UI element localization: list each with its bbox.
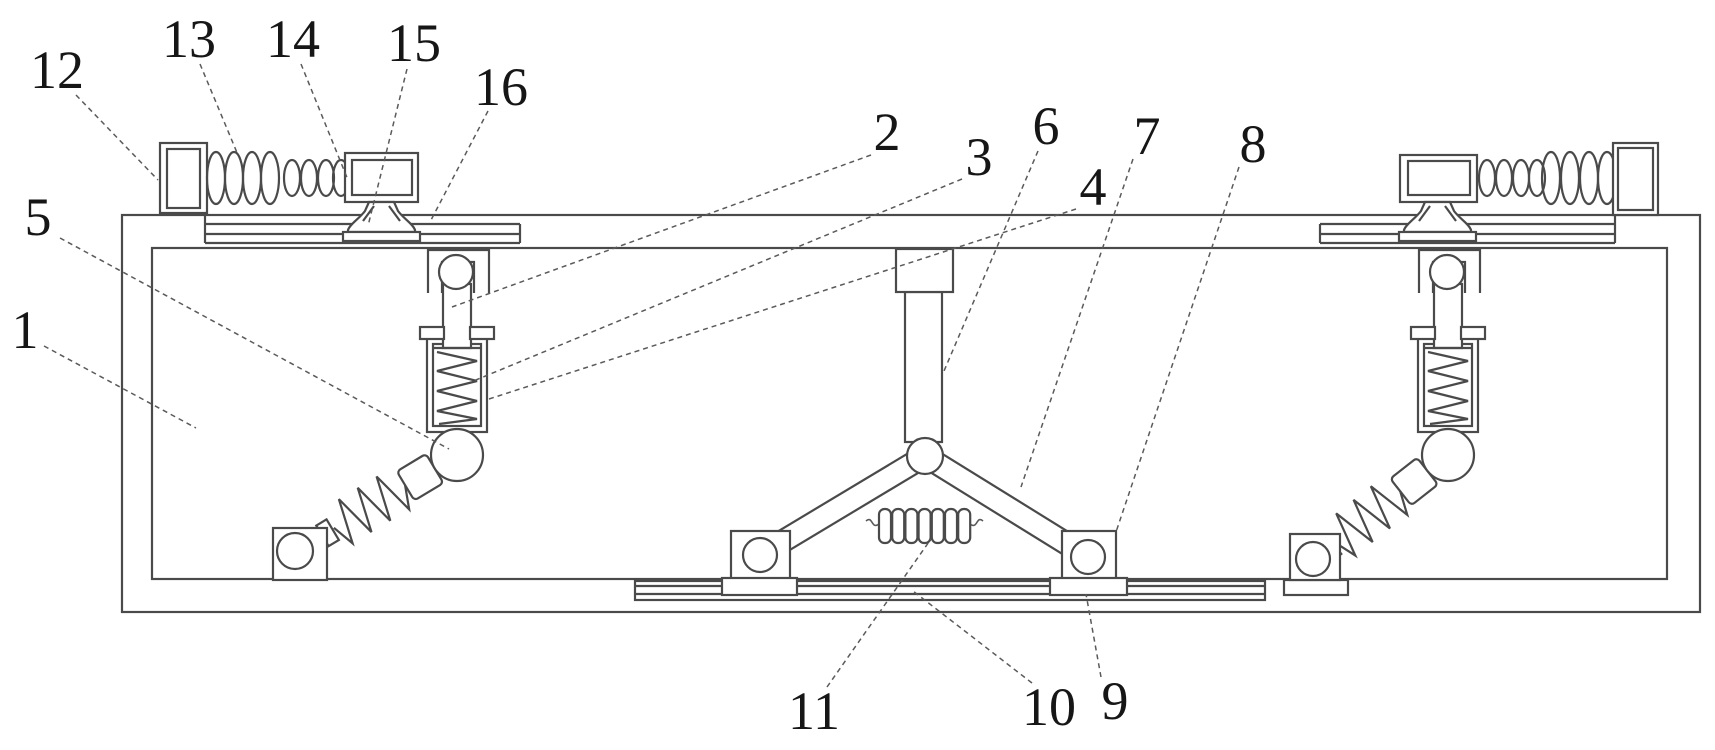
buffer-unit-top-left — [158, 141, 422, 243]
rail-slider-right — [1048, 576, 1129, 597]
leader-line-11 — [826, 538, 932, 688]
slider-box — [343, 151, 420, 204]
part-label-16: 16 — [474, 57, 528, 117]
part-label-5: 5 — [25, 187, 52, 247]
housing-outer-wall — [120, 213, 1702, 614]
horizontal-spring — [205, 150, 351, 206]
piston-rod — [441, 282, 473, 350]
part-label-8: 8 — [1240, 114, 1267, 174]
leader-line-14 — [300, 63, 349, 181]
pedestal — [341, 200, 422, 243]
part-label-11: 11 — [788, 681, 840, 741]
leader-line-4 — [488, 208, 1077, 400]
damper-unit-right — [1282, 248, 1487, 597]
leader-line-3 — [470, 178, 963, 383]
foot-pivot-left — [741, 536, 779, 574]
part-label-14: 14 — [266, 9, 320, 69]
bellows-spring — [865, 507, 984, 545]
part-label-15: 15 — [387, 13, 441, 73]
buffer-unit-top-right — [1397, 141, 1660, 243]
part-label-2: 2 — [874, 102, 901, 162]
part-label-13: 13 — [162, 9, 216, 69]
telescopic-rod — [903, 290, 944, 444]
leader-line-10 — [912, 590, 1033, 684]
leader-line-7 — [1020, 158, 1134, 488]
leader-line-13 — [199, 63, 239, 156]
roller — [1428, 253, 1466, 291]
foot-pivot — [275, 531, 315, 571]
part-label-4: 4 — [1080, 157, 1107, 217]
leader-line-16 — [429, 110, 489, 223]
ball-joint — [429, 427, 485, 483]
part-label-12: 12 — [30, 40, 84, 100]
leader-line-8 — [1115, 166, 1240, 533]
part-label-1: 1 — [12, 300, 39, 360]
center-support-mechanism — [720, 247, 1129, 597]
cylinder-spring — [1427, 350, 1469, 426]
part-label-7: 7 — [1134, 106, 1161, 166]
leader-line-9 — [1085, 593, 1102, 678]
roller — [437, 253, 475, 291]
mount-block — [894, 247, 955, 294]
leader-line-1 — [43, 345, 197, 429]
cylinder-spring — [436, 350, 478, 426]
foot-pivot-right — [1069, 538, 1107, 576]
part-label-3: 3 — [966, 127, 993, 187]
ball-joint — [1420, 427, 1476, 483]
part-label-10: 10 — [1022, 677, 1076, 737]
center-pivot — [905, 436, 945, 476]
part-label-6: 6 — [1033, 96, 1060, 156]
rail-slider-left — [720, 576, 799, 597]
piston-rod — [1432, 282, 1464, 350]
foot-pivot — [1294, 540, 1332, 578]
leader-line-5 — [59, 237, 450, 450]
damper-unit-left — [271, 248, 496, 582]
horizontal-spring — [1477, 150, 1618, 206]
end-block — [1611, 141, 1660, 217]
rail-slider — [1282, 578, 1350, 597]
pedestal — [1397, 200, 1478, 243]
leader-line-6 — [943, 150, 1039, 372]
leader-line-2 — [451, 154, 872, 308]
part-label-9: 9 — [1102, 671, 1129, 731]
leader-line-12 — [75, 94, 159, 181]
